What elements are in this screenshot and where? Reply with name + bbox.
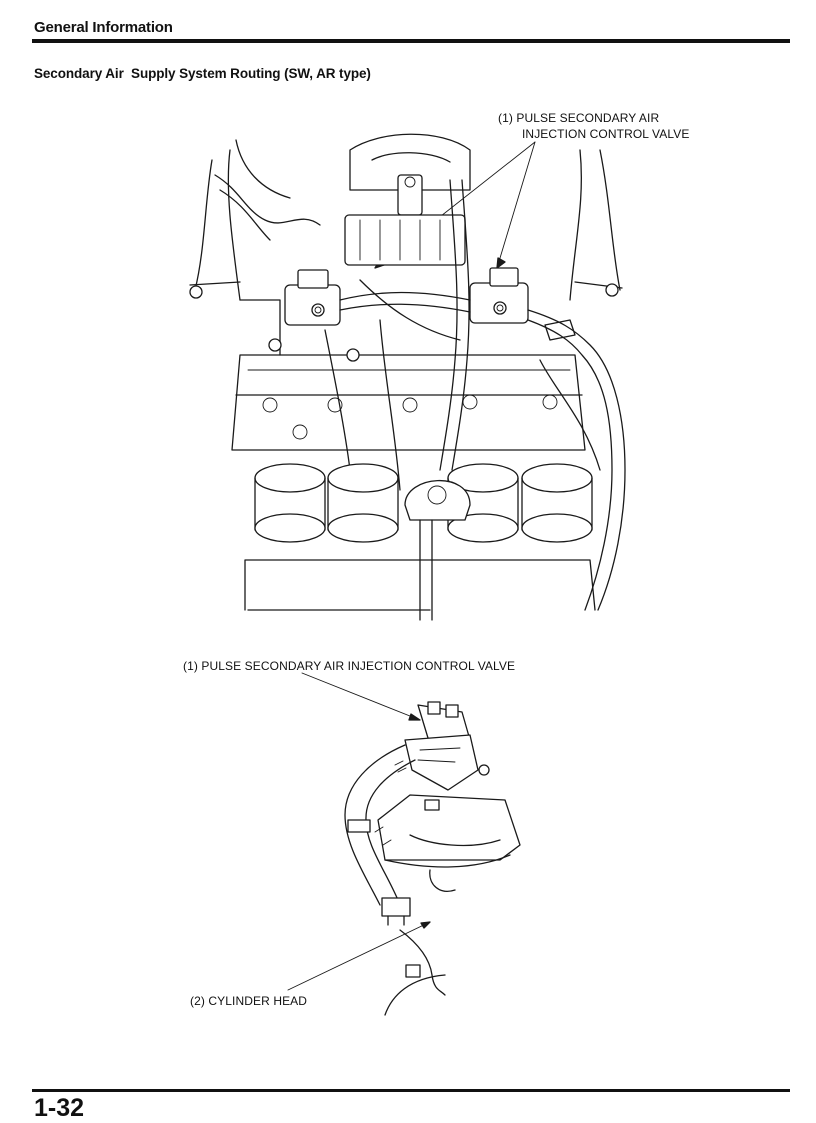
section-title: Secondary Air Supply System Routing (SW,… [34,66,371,81]
page-number: 1-32 [34,1094,85,1122]
right-control-valve [469,267,529,324]
top-valve-callout-line1: (1) PULSE SECONDARY AIR [498,111,660,125]
cylinder-head-callout: (2) CYLINDER HEAD [190,994,308,1008]
footer-rule [32,1089,790,1092]
header-title: General Information [34,19,173,36]
engine-routing-illustration [189,133,626,621]
closeup-control-valve [404,701,490,791]
bottom-valve-callout: (1) PULSE SECONDARY AIR INJECTION CONTRO… [183,659,516,673]
left-control-valve [284,269,341,326]
header-rule [32,39,790,43]
top-valve-callout-line2: INJECTION CONTROL VALVE [522,127,690,141]
